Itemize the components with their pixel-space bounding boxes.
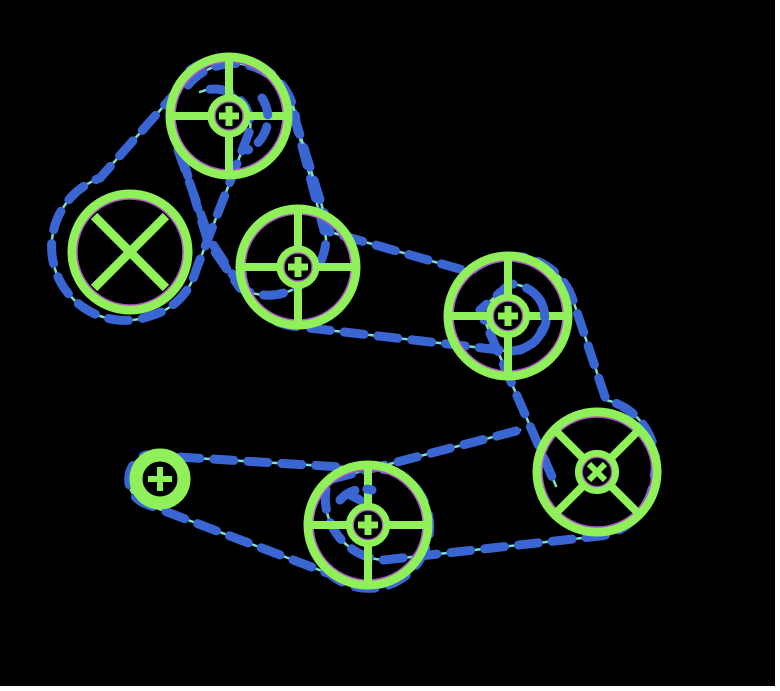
pulley-rim [235,204,361,330]
pulley-bottom-center [303,460,433,590]
belt-wrap-segment-3 [335,484,377,505]
hub-plus-h [219,112,239,120]
pulley-rim [532,407,662,537]
belt-wrap-segment-1 [243,93,273,155]
pulley-top-left [165,52,293,180]
pulley-rim [67,189,193,315]
pulley-rim [129,448,191,510]
hub-ring-edge [214,101,244,131]
hub-ring-edge [581,456,613,488]
pulley-right-upper [443,251,573,381]
pulley-middle [235,204,361,330]
spoke [90,212,170,292]
hub-plus-h [148,476,172,482]
pulley-rim [443,251,573,381]
pulley-right-lower [532,407,662,537]
pulley-rim [165,52,293,180]
pulley-rim [303,460,433,590]
belt-wrap-segment-2 [515,295,550,355]
hub-ring [137,456,183,502]
belt-overlay-layer [243,93,550,505]
hub-ring-edge [283,252,313,282]
pulley-left-idler [67,189,193,315]
pulley-small-left [129,448,191,510]
hub-x [586,461,608,483]
hub-ring-edge [352,509,384,541]
hub-plus-h [498,312,518,320]
pulley-rim-edge [76,198,184,306]
hub-plus-h [288,263,308,271]
hub-plus-h [358,521,378,529]
pulley-rim-edge [541,416,653,528]
pulleys-layer [67,52,662,590]
hub-ring-edge [492,300,524,332]
